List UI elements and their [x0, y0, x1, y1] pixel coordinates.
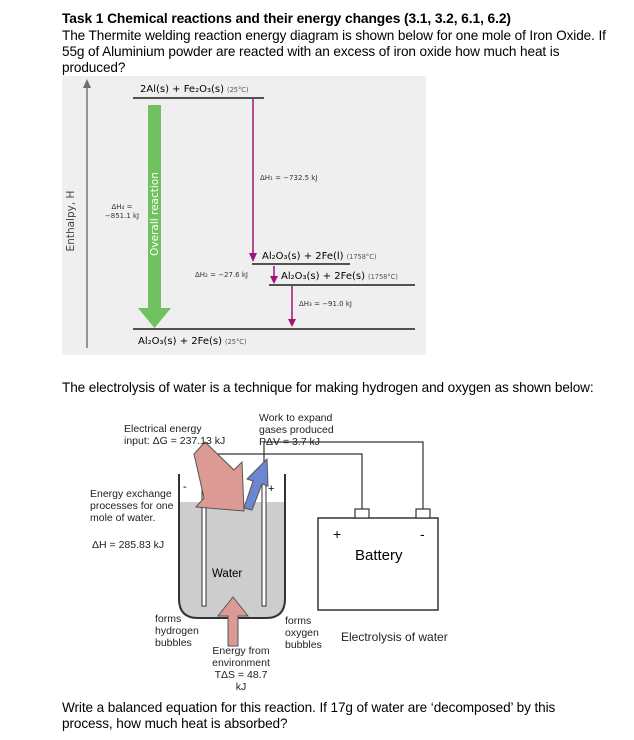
- water-label: Water: [212, 568, 242, 580]
- expansion-work-arrow: [243, 457, 269, 511]
- products-label: Al₂O₃(s) + 2Fe(s)(25°C): [138, 336, 246, 347]
- dh2-label: ΔH₂ = −27.6 kJ: [195, 271, 248, 279]
- energy-exchange-label: Energy exchange processes for one mole o…: [90, 488, 174, 524]
- environment-energy-label: Energy from environment TΔS = 48.7 kJ: [212, 645, 270, 693]
- overall-reaction-arrowhead: [138, 308, 171, 328]
- dh4-label-line-1: ΔH₄ =: [112, 203, 133, 211]
- battery-terminal-negative: [415, 508, 431, 519]
- intermediate-1-label: Al₂O₃(s) + 2Fe(l)(1758°C): [262, 251, 376, 262]
- battery-minus-sign: -: [420, 526, 425, 542]
- reactants-label: 2Al(s) + Fe₂O₃(s)(25°C): [140, 84, 248, 95]
- anode-wire: [263, 441, 424, 510]
- axis-arrowhead: [83, 79, 91, 88]
- electrolysis-intro: The electrolysis of water is a technique…: [62, 380, 594, 395]
- environment-energy-arrow: [216, 596, 250, 647]
- cathode-minus-sign: -: [183, 481, 187, 493]
- electrolysis-diagram: + - Battery - + Water: [178, 441, 439, 647]
- intro-line-2: 55g of Aluminium powder are reacted with…: [62, 44, 560, 59]
- battery-label: Battery: [355, 547, 403, 564]
- diagram-background: [62, 76, 426, 355]
- overall-reaction-arrow-shaft: [148, 105, 161, 310]
- battery-plus-sign: +: [333, 526, 341, 542]
- anode-electrode: [261, 473, 267, 607]
- question-line-2: process, how much heat is absorbed?: [62, 716, 288, 731]
- intermediate-2-label: Al₂O₃(s) + 2Fe(s)(1758°C): [281, 271, 398, 282]
- dh4-label-line-2: −851.1 kJ: [105, 212, 139, 220]
- question-line-1: Write a balanced equation for this react…: [62, 700, 556, 715]
- dh3-arrowhead: [288, 319, 296, 327]
- intro-line-3: produced?: [62, 60, 126, 75]
- enthalpy-axis-label: Enthalpy, H: [65, 191, 77, 252]
- battery-body: [317, 517, 439, 611]
- electrical-energy-arrow: [193, 441, 245, 512]
- dh1-arrowhead: [249, 253, 257, 262]
- battery-terminal-positive: [354, 508, 370, 519]
- expansion-work-label: Work to expand gases produced PΔV = 3.7 …: [259, 412, 334, 448]
- intro-line-1: The Thermite welding reaction energy dia…: [62, 28, 606, 43]
- oxygen-bubbles-label: forms oxygen bubbles: [285, 615, 322, 651]
- dh1-label: ΔH₁ = −732.5 kJ: [260, 174, 317, 182]
- hydrogen-bubbles-label: forms hydrogen bubbles: [155, 613, 199, 649]
- task-title: Task 1 Chemical reactions and their ener…: [62, 11, 511, 26]
- electrical-energy-label: Electrical energy input: ΔG = 237.13 kJ: [124, 423, 226, 447]
- thermite-energy-diagram: Enthalpy, H Overall reaction 2Al(s) + Fe…: [62, 76, 426, 355]
- dh2-arrowhead: [270, 276, 278, 284]
- anode-plus-sign: +: [268, 483, 274, 495]
- dh3-label: ΔH₃ = −91.0 kJ: [299, 300, 352, 308]
- overall-reaction-label: Overall reaction: [149, 172, 161, 256]
- electrolysis-caption: Electrolysis of water: [341, 630, 448, 644]
- enthalpy-change-label: ΔH = 285.83 kJ: [92, 539, 165, 551]
